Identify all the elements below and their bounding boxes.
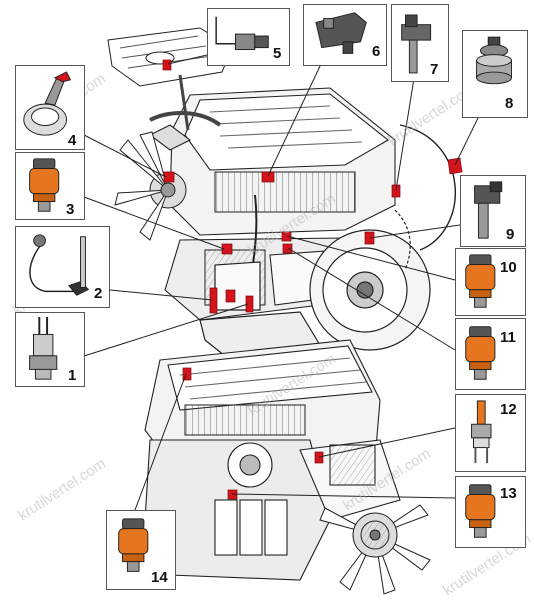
leader-11 [287, 247, 456, 351]
cable-sensor-icon [215, 16, 269, 51]
callout-box-7: 7 [391, 4, 449, 82]
round-switch-sensor-icon [476, 36, 512, 85]
callout-number-10: 10 [500, 259, 517, 276]
sensor-marker-5 [162, 59, 172, 71]
callout-number-4: 4 [68, 132, 77, 149]
lower-engine-block [144, 339, 401, 581]
callout-box-6: 6 [303, 4, 387, 66]
callout-box-4: 4 [15, 65, 85, 150]
speed-sensor-icon [474, 181, 503, 239]
sensor-marker-9 [364, 231, 375, 245]
callout-box-13: 13 [455, 476, 526, 548]
coolant-temperature-sensor-icon [29, 316, 58, 380]
leader-2 [109, 289, 213, 301]
sensor-marker-4 [163, 171, 175, 183]
callout-number-13: 13 [500, 485, 517, 502]
leader-8 [454, 117, 479, 166]
sensor-marker-14 [182, 367, 192, 381]
ring-speed-sensor-icon [23, 71, 72, 136]
callout-number-6: 6 [372, 43, 381, 60]
leader-5 [167, 54, 208, 65]
callout-number-2: 2 [94, 285, 103, 302]
sensor-marker-10 [281, 231, 292, 242]
leader-7 [395, 71, 416, 191]
callout-box-10: 10 [455, 248, 526, 316]
pressure-sensor-orange-icon [465, 326, 496, 380]
sensor-marker-1 [245, 295, 254, 313]
pressure-sensor-orange-icon [465, 254, 496, 308]
sensor-marker-7 [391, 184, 401, 198]
callout-leader-lines [83, 44, 479, 511]
callout-number-1: 1 [68, 367, 77, 384]
pressure-sensor-orange-icon [465, 484, 496, 538]
callout-box-5: 5 [207, 8, 290, 66]
leader-14 [134, 373, 187, 511]
sensor-marker-6 [261, 171, 275, 183]
leader-12 [318, 427, 456, 458]
callout-box-12: 12 [455, 394, 526, 472]
callout-box-11: 11 [455, 318, 526, 390]
callout-number-14: 14 [151, 569, 168, 586]
callout-number-7: 7 [430, 61, 439, 78]
oil-level-sensor-icon [29, 234, 90, 296]
pressure-sensor-orange-icon [29, 158, 60, 212]
callout-number-3: 3 [66, 201, 75, 218]
callout-number-12: 12 [500, 401, 517, 418]
leader-10 [286, 235, 456, 281]
sensor-marker-2 [209, 287, 218, 314]
leader-3 [83, 196, 225, 250]
callout-number-11: 11 [500, 329, 516, 346]
map-sensor-icon [315, 12, 367, 54]
sensor-marker-8 [447, 157, 463, 175]
temperature-sender-icon [471, 400, 492, 464]
callout-box-8: 8 [462, 30, 528, 118]
engine-sensor-markers [162, 59, 463, 500]
callout-number-8: 8 [505, 95, 514, 112]
callout-box-14: 14 [106, 510, 176, 590]
sensor-marker-11 [282, 243, 293, 254]
leader-1 [83, 303, 249, 357]
callout-number-5: 5 [273, 45, 282, 62]
leader-4 [83, 134, 167, 178]
cooling-fan-upper [114, 131, 187, 241]
flywheel-housing [309, 124, 456, 351]
leader-6 [267, 44, 331, 177]
callout-box-1: 1 [15, 312, 85, 387]
leader-13 [231, 493, 456, 499]
callout-box-2: 2 [15, 226, 110, 308]
leader-9 [369, 224, 461, 239]
position-sensor-icon [401, 14, 432, 74]
callout-number-9: 9 [506, 226, 515, 243]
callout-box-9: 9 [460, 175, 526, 247]
sensor-marker-3 [221, 243, 233, 255]
cooling-fan-lower [319, 504, 431, 595]
sensor-marker-12 [314, 451, 324, 464]
pressure-sensor-orange-icon [118, 518, 149, 572]
callout-box-3: 3 [15, 152, 85, 220]
sensor-marker-2b [225, 289, 236, 303]
